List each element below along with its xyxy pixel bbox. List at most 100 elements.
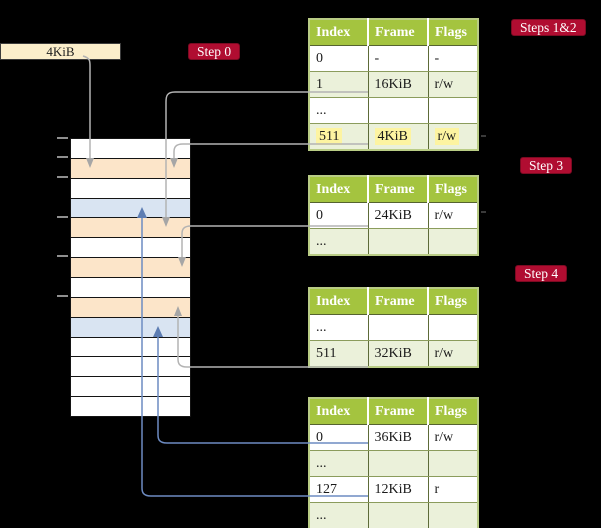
badge-steps-1-and-2-label: Steps 1&2	[520, 20, 577, 35]
column-header: Frame	[368, 176, 429, 203]
column-header: Frame	[368, 398, 429, 425]
table-cell: r/w	[428, 340, 478, 367]
table-row: ...	[309, 314, 478, 341]
badge-step-3-label: Step 3	[529, 158, 564, 173]
memory-row-blue	[71, 198, 190, 219]
badge-steps-1-and-2: Steps 1&2	[511, 19, 586, 36]
table-cell: r/w	[428, 202, 478, 229]
cell-text: r	[434, 481, 440, 497]
cell-text: ...	[316, 319, 327, 335]
table-cell: 0	[309, 202, 369, 229]
memory-tick	[57, 216, 68, 218]
column-header: Frame	[368, 19, 429, 46]
table-row: 127 12KiB r	[309, 476, 478, 503]
table-cell: 511	[309, 123, 369, 150]
table-cell	[428, 450, 478, 477]
table-cell: ...	[309, 228, 369, 255]
column-header: Index	[309, 176, 369, 203]
column-header: Flags	[428, 176, 478, 203]
cell-text: 24KiB	[374, 207, 412, 223]
cell-text: ...	[316, 102, 327, 118]
memory-tick	[57, 156, 68, 158]
table-cell	[428, 97, 478, 124]
memory-row-white	[71, 139, 190, 159]
cell-text: 0	[316, 50, 323, 66]
memory-row-white	[71, 377, 190, 398]
cell-text: r/w	[434, 345, 454, 361]
table-cell: -	[428, 45, 478, 72]
badge-step-4-label: Step 4	[524, 266, 559, 281]
highlighted-cell-text: 4KiB	[374, 127, 411, 145]
cell-text: r/w	[434, 429, 454, 445]
memory-row-white	[71, 357, 190, 378]
table-cell: -	[368, 45, 429, 72]
table-cell: 36KiB	[368, 424, 429, 451]
table-cell	[368, 228, 429, 255]
memory-row-blue	[71, 317, 190, 338]
cell-text: r/w	[434, 76, 454, 92]
table-cell: r	[428, 476, 478, 503]
badge-step-0: Step 0	[188, 43, 241, 60]
table-row: 0 36KiB r/w	[309, 424, 478, 451]
cell-text: r/w	[434, 207, 454, 223]
cell-text: 1	[316, 76, 323, 92]
frame-address-text: 4KiB	[46, 43, 75, 59]
table-cell	[428, 314, 478, 341]
table-row: ...	[309, 97, 478, 124]
badge-step-0-label: Step 0	[197, 44, 232, 59]
memory-row-white	[71, 397, 190, 417]
memory-row-peach	[71, 218, 190, 239]
memory-tick	[57, 176, 68, 178]
table-cell	[428, 502, 478, 528]
table-cell	[428, 228, 478, 255]
memory-row-peach	[71, 158, 190, 179]
memory-tick	[57, 137, 68, 139]
highlighted-cell-text: 511	[316, 127, 343, 145]
table-row: ...	[309, 502, 478, 528]
cell-text: 12KiB	[374, 481, 412, 497]
cell-text: 127	[316, 481, 337, 497]
table-cell: 0	[309, 45, 369, 72]
table-cell	[368, 450, 429, 477]
table-cell: ...	[309, 314, 369, 341]
cell-text: 16KiB	[374, 76, 412, 92]
memory-row-white	[71, 238, 190, 259]
table-cell	[368, 502, 429, 528]
table-cell	[368, 97, 429, 124]
table-row: 511 32KiB r/w	[309, 340, 478, 367]
table-cell: 1	[309, 71, 369, 98]
table-row: 1 16KiB r/w	[309, 71, 478, 98]
cell-text: -	[374, 50, 380, 66]
column-header: Frame	[368, 288, 429, 315]
memory-tick	[57, 255, 68, 257]
table-row: ...	[309, 450, 478, 477]
row-edge-mark	[481, 135, 486, 137]
memory-row-peach	[71, 297, 190, 318]
cell-text: -	[434, 50, 440, 66]
cell-text: ...	[316, 455, 327, 471]
table-cell: 0	[309, 424, 369, 451]
cell-text: 32KiB	[374, 345, 412, 361]
table-row: ...	[309, 228, 478, 255]
highlighted-cell-text: r/w	[434, 127, 460, 145]
cell-text: 511	[316, 345, 337, 361]
table-cell: r/w	[428, 424, 478, 451]
table-cell: 32KiB	[368, 340, 429, 367]
frame-address-label: 4KiB	[0, 43, 121, 60]
cell-text: ...	[316, 507, 327, 523]
table-cell: ...	[309, 97, 369, 124]
table-cell: r/w	[428, 123, 478, 150]
table-row: 511 4KiB r/w	[309, 123, 478, 150]
column-header: Flags	[428, 19, 478, 46]
table-cell: 16KiB	[368, 71, 429, 98]
cell-text: 0	[316, 429, 323, 445]
cell-text: 0	[316, 207, 323, 223]
memory-strip	[70, 138, 191, 417]
table-cell: r/w	[428, 71, 478, 98]
